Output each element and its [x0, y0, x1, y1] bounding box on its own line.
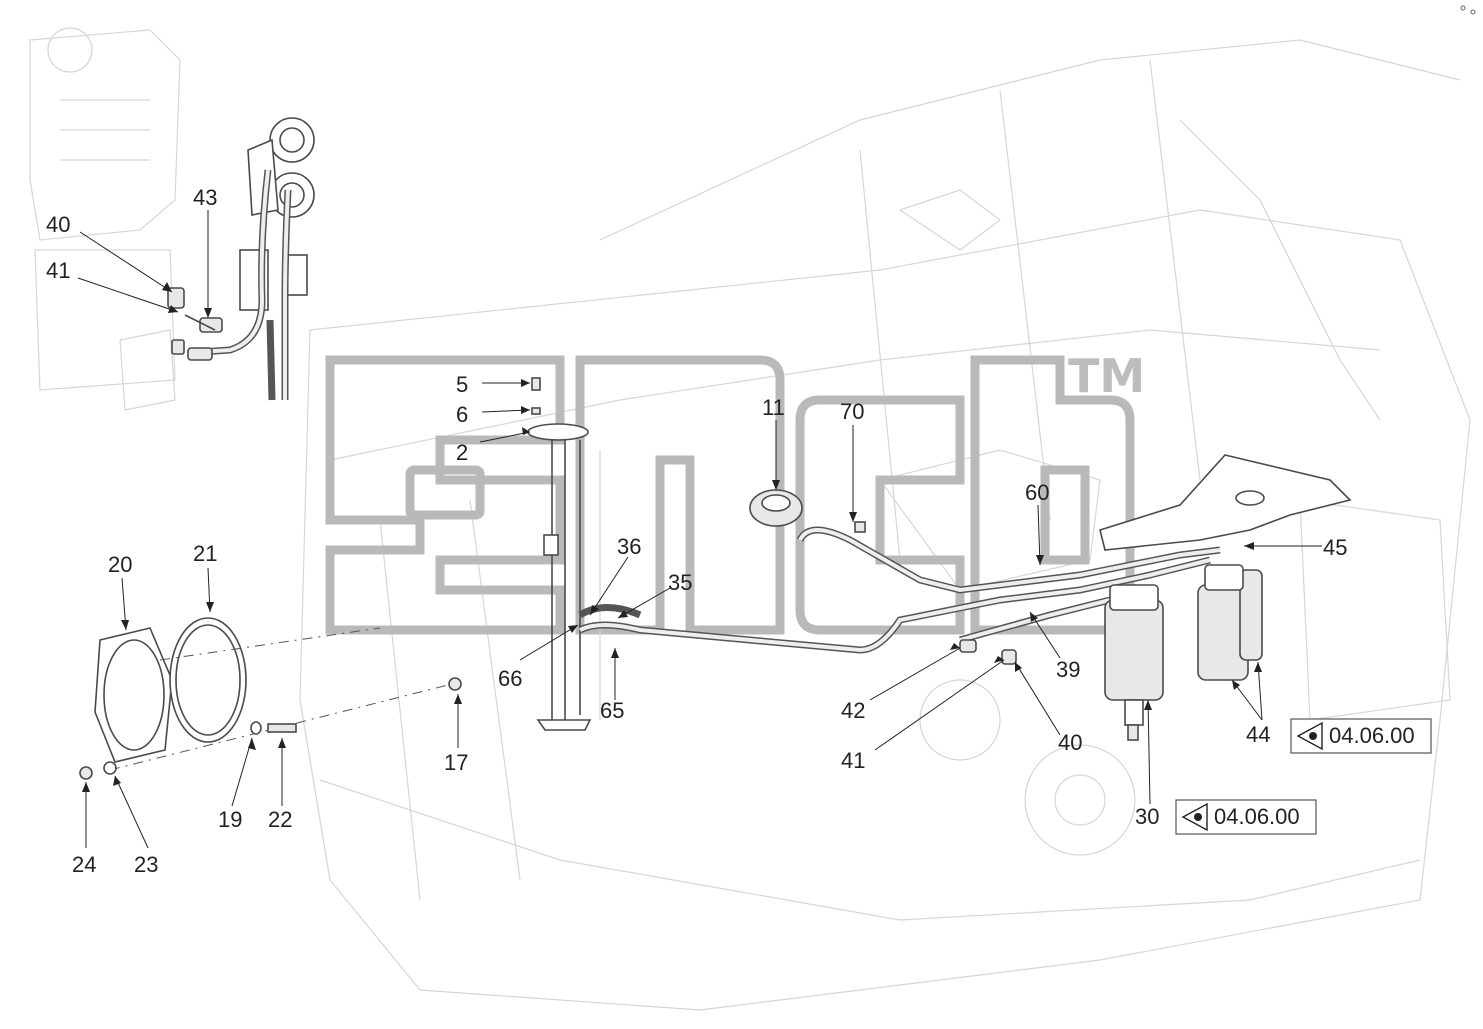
watermark-logo: TM [325, 349, 1145, 635]
label-45: 45 [1323, 535, 1347, 560]
fuel-filter-primary [1104, 584, 1164, 741]
cross-reference-text: 04.06.00 [1329, 723, 1415, 748]
background-machine-outline [29, 27, 1471, 1011]
center-line-upper [159, 627, 381, 661]
view-eye-icon [1296, 721, 1323, 751]
cross-reference-30[interactable]: 04.06.00 [1175, 799, 1317, 835]
label-24: 24 [72, 852, 96, 877]
label-2: 2 [456, 440, 468, 465]
label-65: 65 [600, 698, 624, 723]
filter-bracket [1099, 454, 1352, 551]
label-20: 20 [108, 552, 132, 577]
engine-pulley-assembly [167, 117, 315, 401]
arrowheads [82, 282, 1262, 792]
label-5: 5 [456, 372, 468, 397]
label-70: 70 [840, 399, 864, 424]
label-6: 6 [456, 402, 468, 427]
view-eye-icon [1181, 802, 1208, 832]
label-22: 22 [268, 807, 292, 832]
label-43: 43 [193, 185, 217, 210]
label-40-top: 40 [46, 212, 70, 237]
label-41-bottom: 41 [841, 748, 865, 773]
corner-marker [1460, 5, 1476, 15]
label-35: 35 [668, 570, 692, 595]
label-39: 39 [1056, 657, 1080, 682]
label-17: 17 [444, 750, 468, 775]
fasteners [79, 677, 462, 780]
label-30: 30 [1135, 804, 1159, 829]
cross-reference-44[interactable]: 04.06.00 [1290, 718, 1432, 754]
label-11: 11 [762, 395, 785, 420]
label-36: 36 [617, 534, 641, 559]
fuel-hoses [578, 521, 1221, 665]
cross-reference-text: 04.06.00 [1214, 804, 1300, 829]
label-23: 23 [134, 852, 158, 877]
part-labels: 40 41 43 5 6 2 11 70 60 45 36 35 66 65 3… [46, 185, 1347, 877]
label-66: 66 [498, 666, 522, 691]
cover-plate [94, 627, 173, 763]
label-44: 44 [1246, 722, 1270, 747]
label-40-bottom: 40 [1058, 730, 1082, 755]
label-60: 60 [1025, 480, 1049, 505]
label-21: 21 [193, 541, 217, 566]
fuel-level-sender [527, 377, 601, 731]
trademark-text: TM [1068, 349, 1145, 403]
fuel-filter-secondary [1197, 564, 1263, 681]
label-19: 19 [218, 807, 242, 832]
label-41-top: 41 [46, 258, 70, 283]
filler-cap [749, 489, 803, 527]
label-42: 42 [841, 698, 865, 723]
gasket-ring [169, 617, 247, 743]
